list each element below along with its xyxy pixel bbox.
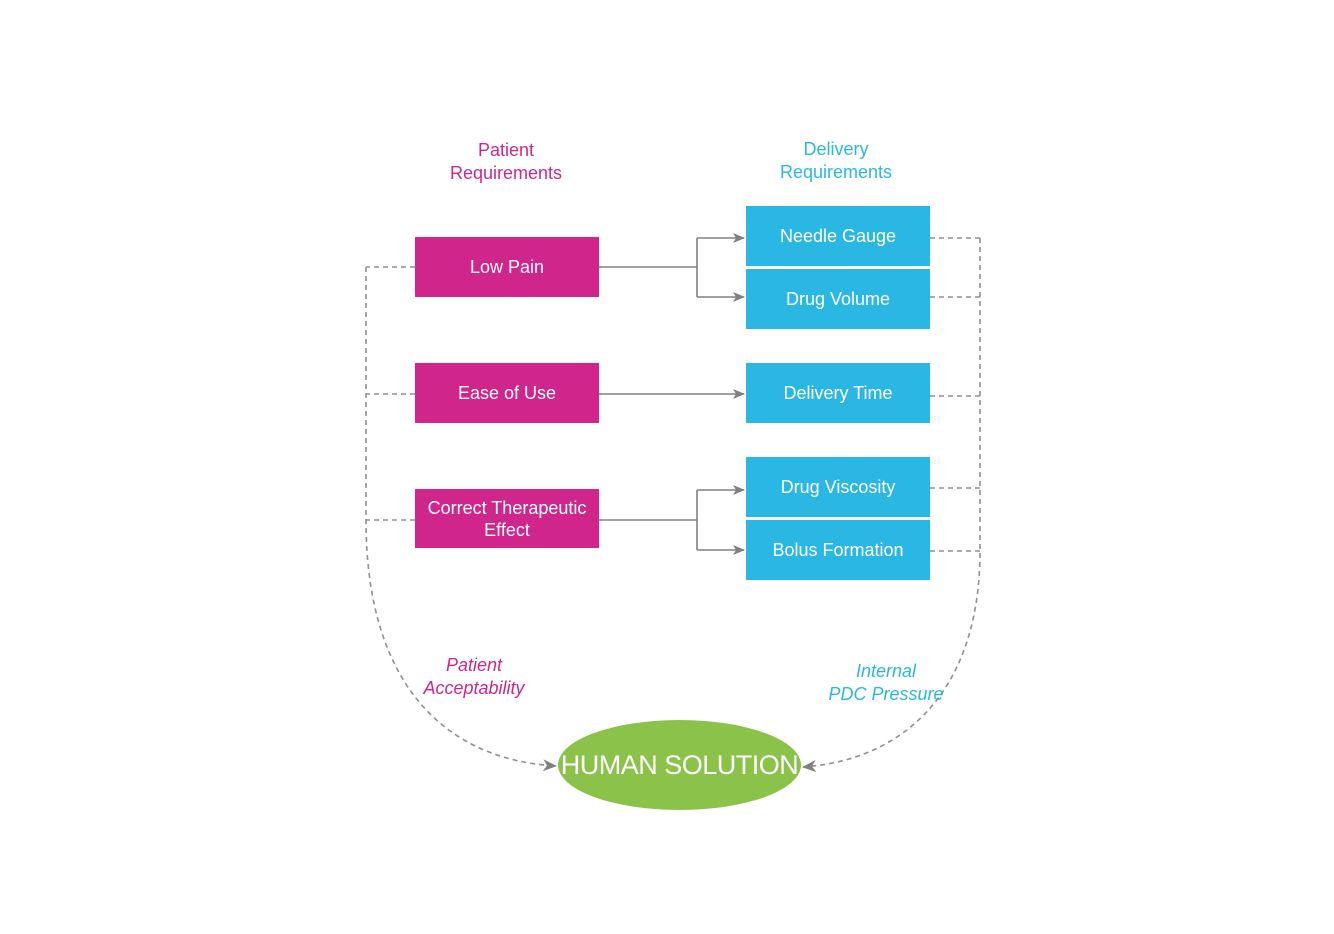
patient-requirements-header: Patient Requirements bbox=[449, 140, 563, 183]
delivery-box-needle-gauge: Needle Gauge bbox=[746, 206, 930, 266]
delivery-box-bolus-formation: Bolus Formation bbox=[746, 520, 930, 580]
link-low-pain bbox=[599, 233, 745, 302]
patient-box-ease-of-use: Ease of Use bbox=[415, 363, 599, 423]
patient-box-low-pain: Low Pain bbox=[415, 237, 599, 297]
human-solution-ellipse: HUMAN SOLUTION bbox=[558, 720, 801, 810]
patient-acceptability-path bbox=[365, 266, 557, 772]
link-correct-therapeutic-effect bbox=[599, 485, 745, 555]
delivery-box-drug-volume: Drug Volume bbox=[746, 269, 930, 329]
delivery-box-delivery-time: Delivery Time bbox=[746, 363, 930, 423]
internal-pdc-pressure-label: Internal PDC Pressure bbox=[828, 661, 944, 704]
delivery-requirements-header: Delivery Requirements bbox=[779, 139, 893, 182]
delivery-box-drug-viscosity: Drug Viscosity bbox=[746, 457, 930, 517]
human-solution-label: HUMAN SOLUTION bbox=[560, 749, 799, 780]
patient-box-correct-therapeutic-effect: Correct Therapeutic Effect bbox=[415, 489, 599, 548]
patient-acceptability-label: Patient Acceptability bbox=[423, 655, 525, 698]
